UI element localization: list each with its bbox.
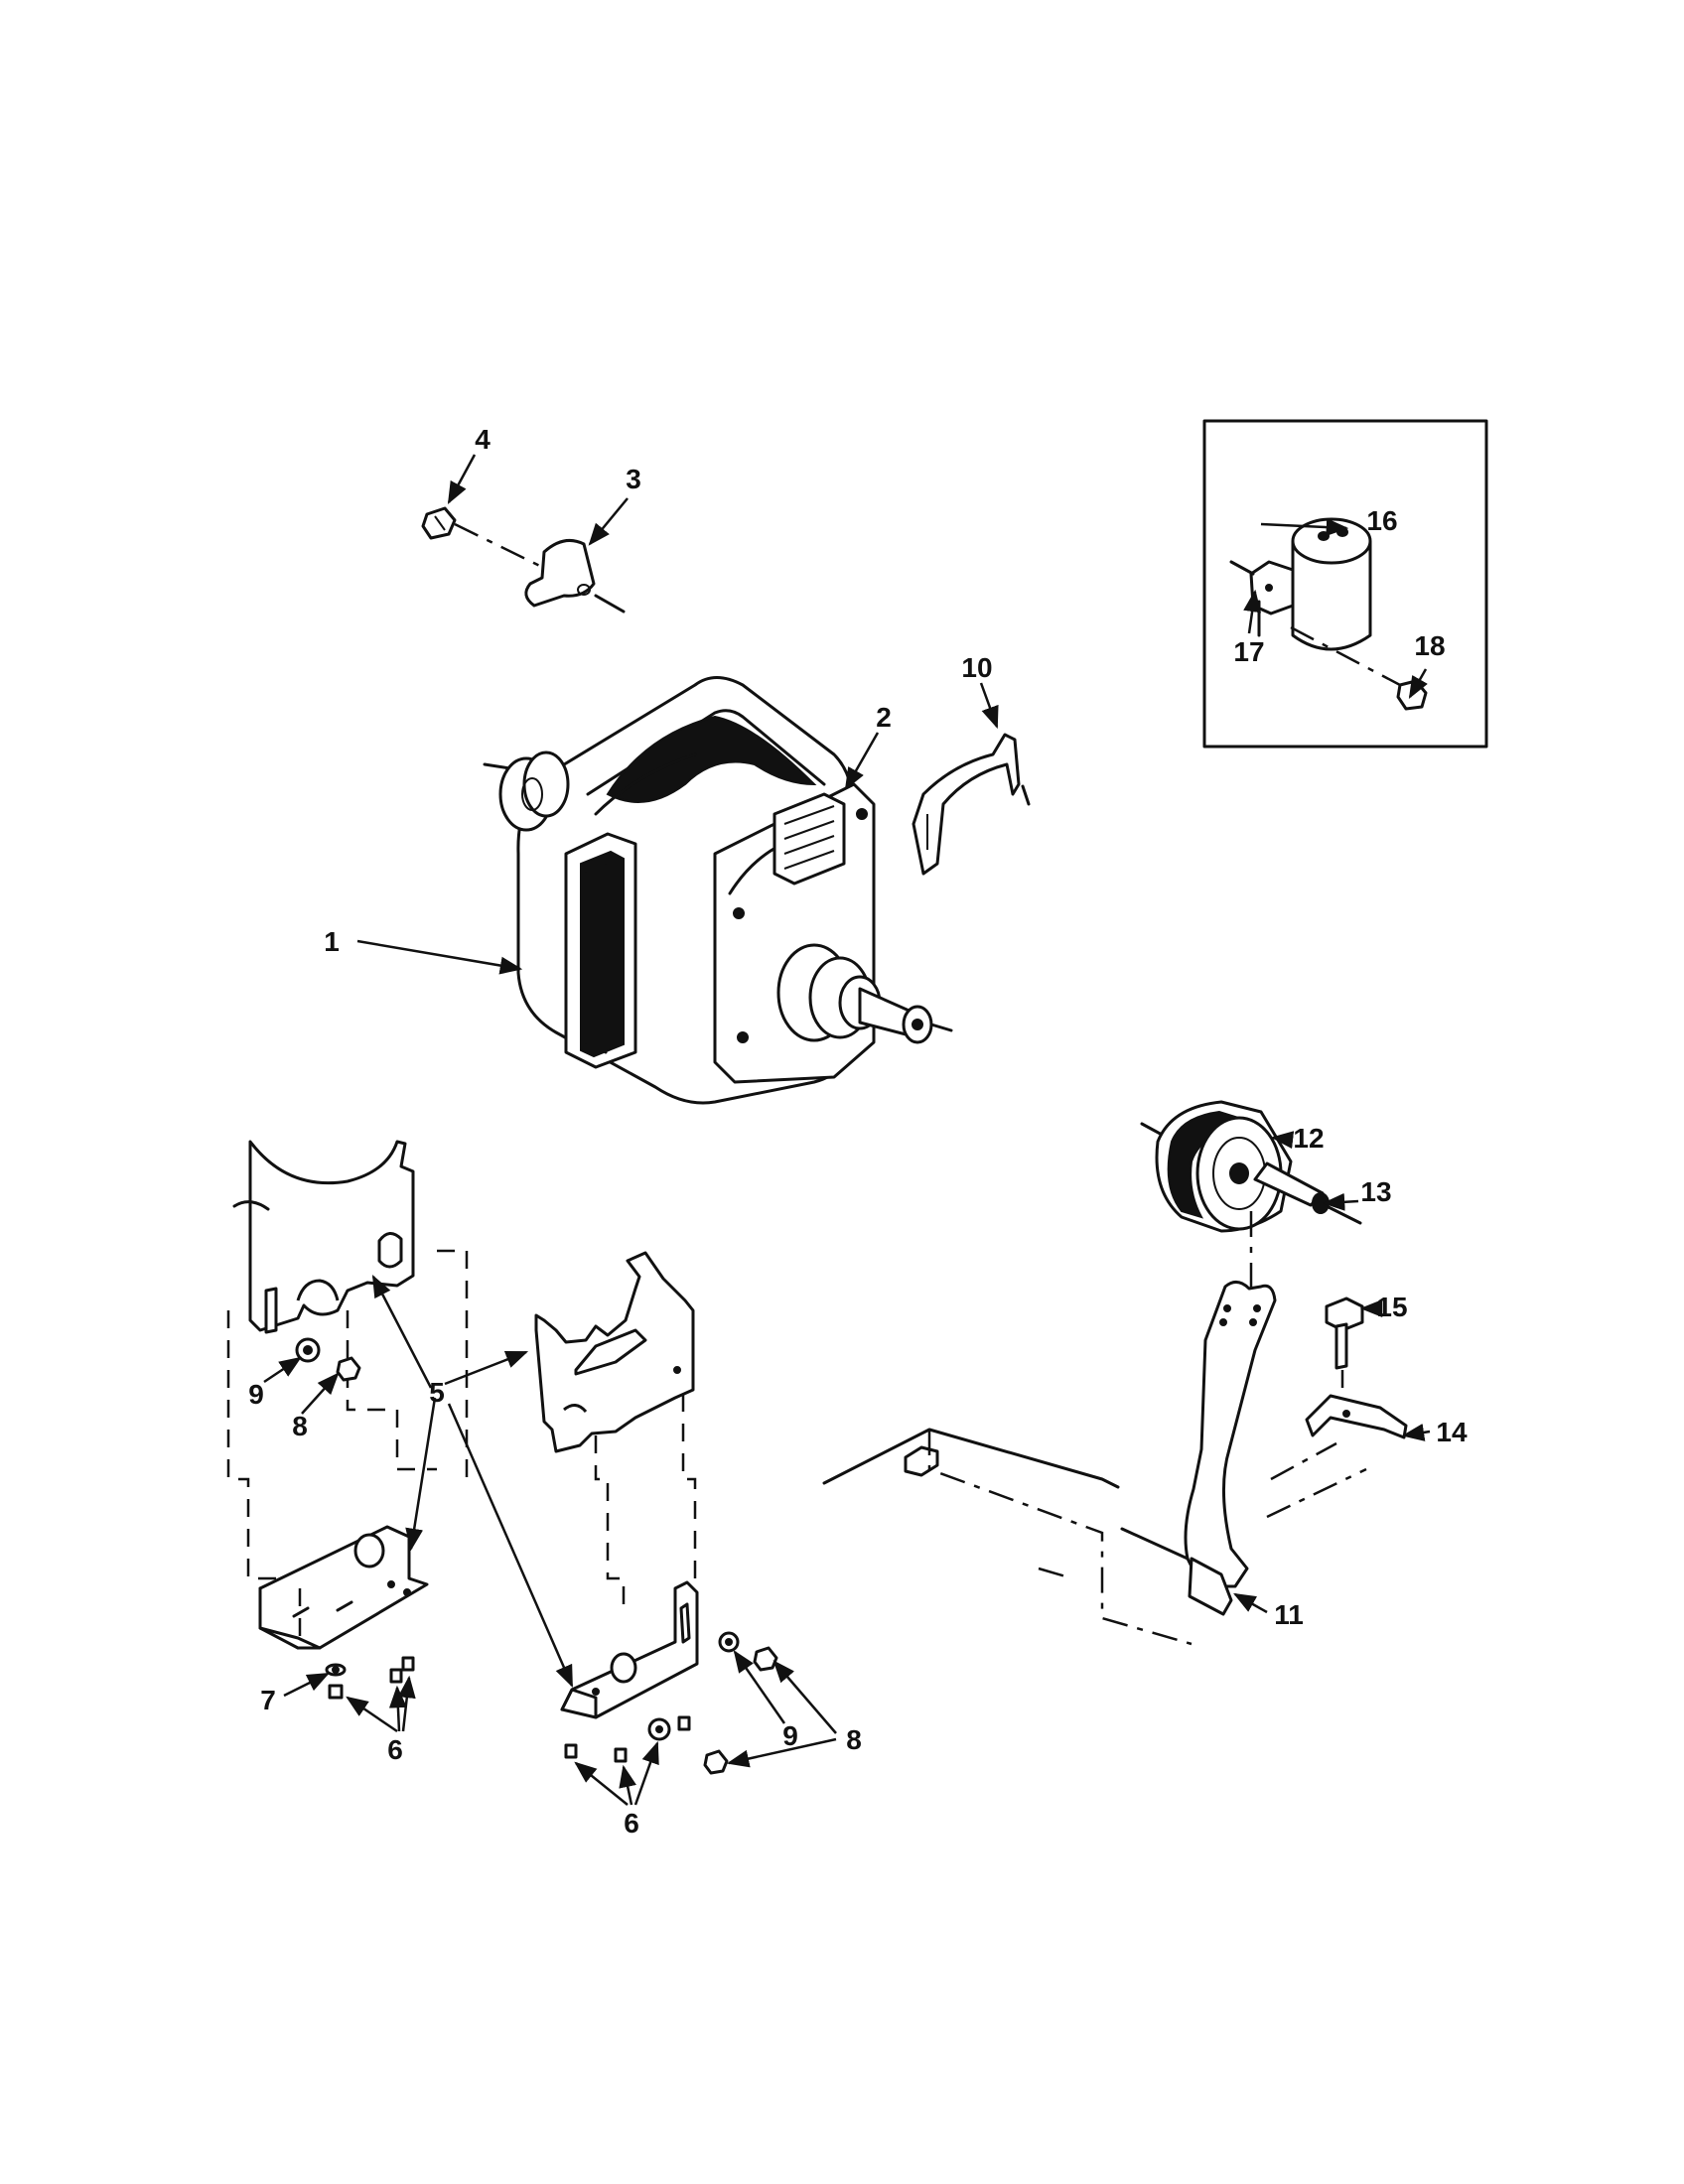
mount-plate-part-5-center	[534, 1251, 695, 1453]
callout-2: 2	[876, 702, 892, 733]
capacitor-part-16	[1291, 517, 1372, 651]
bolt-part-15	[1325, 1297, 1364, 1404]
callout-14: 14	[1436, 1417, 1468, 1447]
motor-part-1	[483, 676, 953, 1105]
callout-9-left: 9	[248, 1379, 264, 1410]
idler-pulley-part-12	[1140, 1100, 1293, 1233]
callout-7: 7	[260, 1685, 276, 1715]
angle-bracket-center	[560, 1580, 699, 1719]
callout-6-center: 6	[624, 1808, 639, 1839]
screws-part-6-left	[328, 1656, 415, 1700]
callout-16: 16	[1366, 505, 1397, 536]
callout-3: 3	[626, 464, 641, 494]
callout-4: 4	[475, 424, 491, 455]
callout-13: 13	[1360, 1176, 1391, 1207]
washer-part-9-left	[295, 1337, 321, 1363]
leader-lines	[263, 454, 1431, 1806]
callout-8-left: 8	[292, 1411, 308, 1441]
screw-part-8-left	[336, 1356, 361, 1382]
angle-bracket-left	[258, 1525, 429, 1650]
bracket-part-10	[912, 733, 1031, 876]
callout-9-center: 9	[782, 1720, 798, 1751]
callout-11: 11	[1274, 1599, 1304, 1630]
callout-1: 1	[324, 926, 340, 957]
capacitor-bracket-part-17	[1229, 560, 1295, 637]
washer-part-7	[325, 1663, 347, 1677]
callout-6-left: 6	[387, 1734, 403, 1765]
callout-15: 15	[1376, 1292, 1407, 1322]
callout-labels: 1 2 3 4 5 6 6 7 8 8 9 9 10 11 12 13 14 1…	[248, 424, 1468, 1839]
base-plate	[822, 1428, 1367, 1646]
callout-5: 5	[429, 1377, 445, 1408]
terminal-block-part-2	[772, 792, 846, 886]
callout-17: 17	[1233, 636, 1264, 667]
screw-part-4	[421, 506, 557, 576]
alignment-lines-center	[594, 1394, 697, 1608]
callout-12: 12	[1293, 1123, 1324, 1154]
clamp-part-3	[524, 538, 626, 614]
callout-10: 10	[961, 652, 992, 683]
idler-arm-part-11	[1120, 1281, 1277, 1616]
callout-18: 18	[1414, 630, 1445, 661]
callout-8-center: 8	[846, 1724, 862, 1755]
capacitor-inset	[1202, 419, 1488, 749]
clip-part-14	[1305, 1394, 1408, 1439]
fasteners-center	[564, 1631, 778, 1775]
